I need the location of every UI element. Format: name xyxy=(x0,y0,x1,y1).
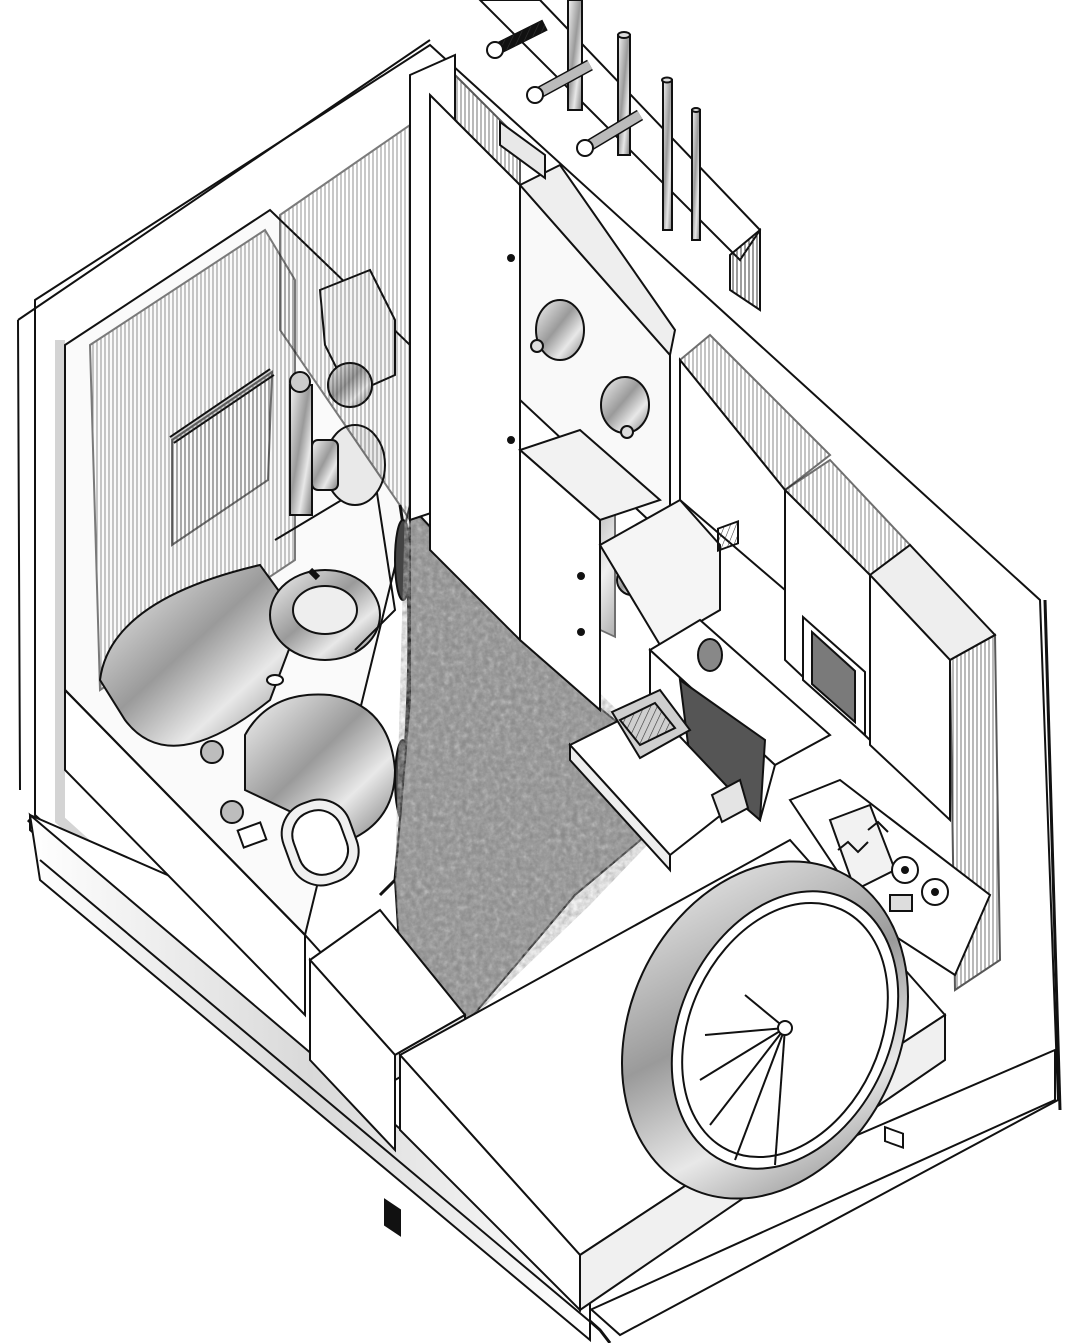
round-window xyxy=(621,860,909,1200)
telephone xyxy=(710,520,750,824)
window-louvres xyxy=(699,994,786,1166)
wash-basin xyxy=(269,478,397,661)
tv-screen xyxy=(802,614,866,738)
storage-wall xyxy=(279,53,677,713)
desk-unit xyxy=(568,498,832,873)
toilet xyxy=(200,693,397,887)
towel-rail xyxy=(169,368,275,547)
typewriter xyxy=(610,688,692,760)
wall-sign xyxy=(499,120,546,180)
control-panel xyxy=(788,778,992,1150)
right-cabinets xyxy=(678,333,1002,992)
service-pipes xyxy=(478,0,762,312)
